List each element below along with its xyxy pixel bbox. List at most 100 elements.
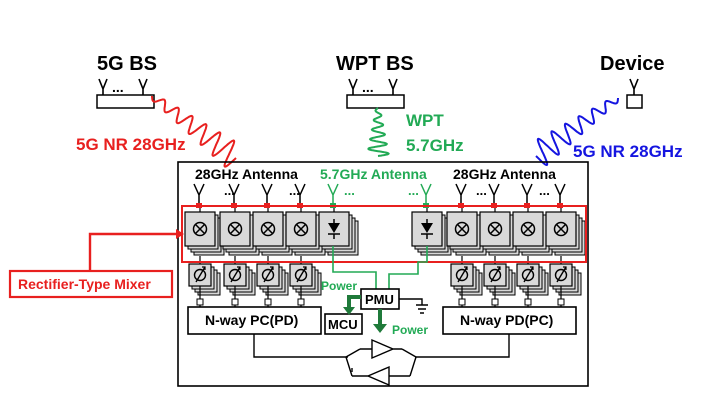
switch-right-icon bbox=[401, 348, 417, 377]
rectifier-tile-5 bbox=[411, 208, 452, 256]
ant-left-label: 28GHz Antenna bbox=[195, 166, 298, 182]
ant-mid-ellipsis-1: ... bbox=[344, 183, 355, 198]
switch-left-icon bbox=[345, 348, 361, 377]
wpt-label: WPT bbox=[406, 111, 444, 130]
mixer-tile-0 bbox=[184, 208, 225, 256]
mixer-symbol-icon bbox=[192, 221, 208, 237]
ground-icon bbox=[399, 298, 428, 314]
mixer-tile-6 bbox=[446, 208, 487, 256]
device-label: Device bbox=[600, 53, 665, 75]
mixer-symbol-icon bbox=[293, 221, 309, 237]
wpt-freq-label: 5.7GHz bbox=[406, 136, 464, 155]
receiver-box bbox=[177, 161, 589, 387]
mcu-label: MCU bbox=[328, 317, 358, 332]
diode-icon bbox=[328, 219, 340, 239]
wpt-base-station: WPT BS ... bbox=[336, 53, 414, 109]
antenna-0-icon bbox=[193, 183, 205, 208]
power-arrow-to-mcu bbox=[347, 295, 361, 309]
ant-right-ellipsis-1: ... bbox=[476, 183, 487, 198]
antenna-2-icon bbox=[261, 183, 273, 208]
combiner-right-label: N-way PD(PC) bbox=[460, 312, 553, 328]
phi-symbol-icon bbox=[294, 266, 308, 283]
phase-shifter-5 bbox=[483, 256, 516, 307]
mixer-tile-7 bbox=[479, 208, 520, 256]
bs5g-antenna-right-icon bbox=[138, 78, 148, 95]
combiner-left-label: N-way PC(PD) bbox=[205, 312, 298, 328]
wpt-bs-antenna-right-icon bbox=[388, 78, 398, 95]
power-route-left bbox=[332, 246, 377, 289]
power-route-right bbox=[388, 246, 428, 289]
ant-right-ellipsis-2: ... bbox=[539, 183, 550, 198]
pmu-label: PMU bbox=[365, 292, 394, 307]
mixer-symbol-icon bbox=[487, 221, 503, 237]
mixer-tile-row bbox=[184, 208, 586, 256]
5g-base-station: 5G BS ... bbox=[96, 53, 157, 109]
antenna-4-icon bbox=[327, 183, 339, 208]
nr-left-label: 5G NR 28GHz bbox=[76, 135, 186, 154]
phase-shifter-1 bbox=[223, 256, 256, 307]
antenna-5-icon bbox=[420, 183, 432, 208]
wpt-bs-ellipsis: ... bbox=[362, 79, 374, 95]
phi-symbol-icon bbox=[521, 266, 535, 283]
combiner-right-box bbox=[442, 306, 577, 335]
bs5g-label: 5G BS bbox=[97, 53, 157, 75]
mixer-symbol-icon bbox=[260, 221, 276, 237]
ant-left-ellipsis-2: ... bbox=[289, 183, 300, 198]
wpt-bs-label: WPT BS bbox=[336, 53, 414, 75]
ant-mid-ellipsis-2: ... bbox=[408, 183, 419, 198]
device-antenna-icon bbox=[629, 78, 639, 95]
mixer-tile-2 bbox=[252, 208, 293, 256]
antenna-9-icon bbox=[554, 183, 566, 208]
phi-symbol-icon bbox=[261, 266, 275, 283]
mixer-symbol-icon bbox=[454, 221, 470, 237]
ant-left-ellipsis-1: ... bbox=[224, 183, 235, 198]
power-arrowhead-down-icon bbox=[373, 324, 387, 333]
mixer-symbol-icon bbox=[520, 221, 536, 237]
device-box bbox=[626, 94, 643, 109]
phase-shifter-7 bbox=[549, 256, 582, 307]
phi-symbol-icon bbox=[228, 266, 242, 283]
phase-shifter-0 bbox=[188, 256, 221, 307]
rectifier-label: Rectifier-Type Mixer bbox=[18, 276, 151, 292]
power-arrowhead-mcu-icon bbox=[343, 307, 355, 315]
antenna-6-icon bbox=[455, 183, 467, 208]
ant-right-label: 28GHz Antenna bbox=[453, 166, 556, 182]
amplifier-upper-icon bbox=[360, 338, 402, 360]
mixer-symbol-icon bbox=[227, 221, 243, 237]
power-label-left: Power bbox=[321, 279, 357, 293]
red-wave bbox=[151, 96, 237, 168]
phi-symbol-icon bbox=[455, 266, 469, 283]
blue-wave bbox=[535, 98, 619, 167]
rectifier-connector bbox=[88, 232, 182, 270]
bs5g-box bbox=[96, 94, 155, 109]
ant-mid-label: 5.7GHz Antenna bbox=[320, 166, 427, 182]
power-label-right: Power bbox=[392, 323, 428, 337]
wpt-bs-antenna-left-icon bbox=[348, 78, 358, 95]
phi-symbol-icon bbox=[488, 266, 502, 283]
antenna-7-icon bbox=[488, 183, 500, 208]
antenna-8-icon bbox=[521, 183, 533, 208]
mcu-box bbox=[324, 313, 363, 335]
phi-symbol-icon bbox=[554, 266, 568, 283]
nr-right-label: 5G NR 28GHz bbox=[573, 142, 683, 161]
antenna-row bbox=[193, 183, 566, 208]
rectifier-arrow-icon bbox=[176, 229, 184, 239]
phase-shifter-6 bbox=[516, 256, 549, 307]
wpt-bs-box bbox=[346, 94, 405, 109]
phase-shifter-row bbox=[188, 256, 582, 307]
rectifier-tile-4 bbox=[318, 208, 359, 256]
phase-shifter-3 bbox=[289, 256, 322, 307]
phase-shifter-4 bbox=[450, 256, 483, 307]
bs5g-ellipsis: ... bbox=[112, 79, 124, 95]
mixer-tile-9 bbox=[545, 208, 586, 256]
diode-icon bbox=[421, 219, 433, 239]
device-station: Device bbox=[600, 53, 665, 109]
phi-symbol-icon bbox=[193, 266, 207, 283]
green-wave bbox=[367, 107, 390, 157]
amplifier-lower-icon bbox=[352, 365, 410, 387]
bs5g-antenna-left-icon bbox=[98, 78, 108, 95]
mixer-symbol-icon bbox=[553, 221, 569, 237]
rectifier-label-box bbox=[8, 269, 174, 299]
